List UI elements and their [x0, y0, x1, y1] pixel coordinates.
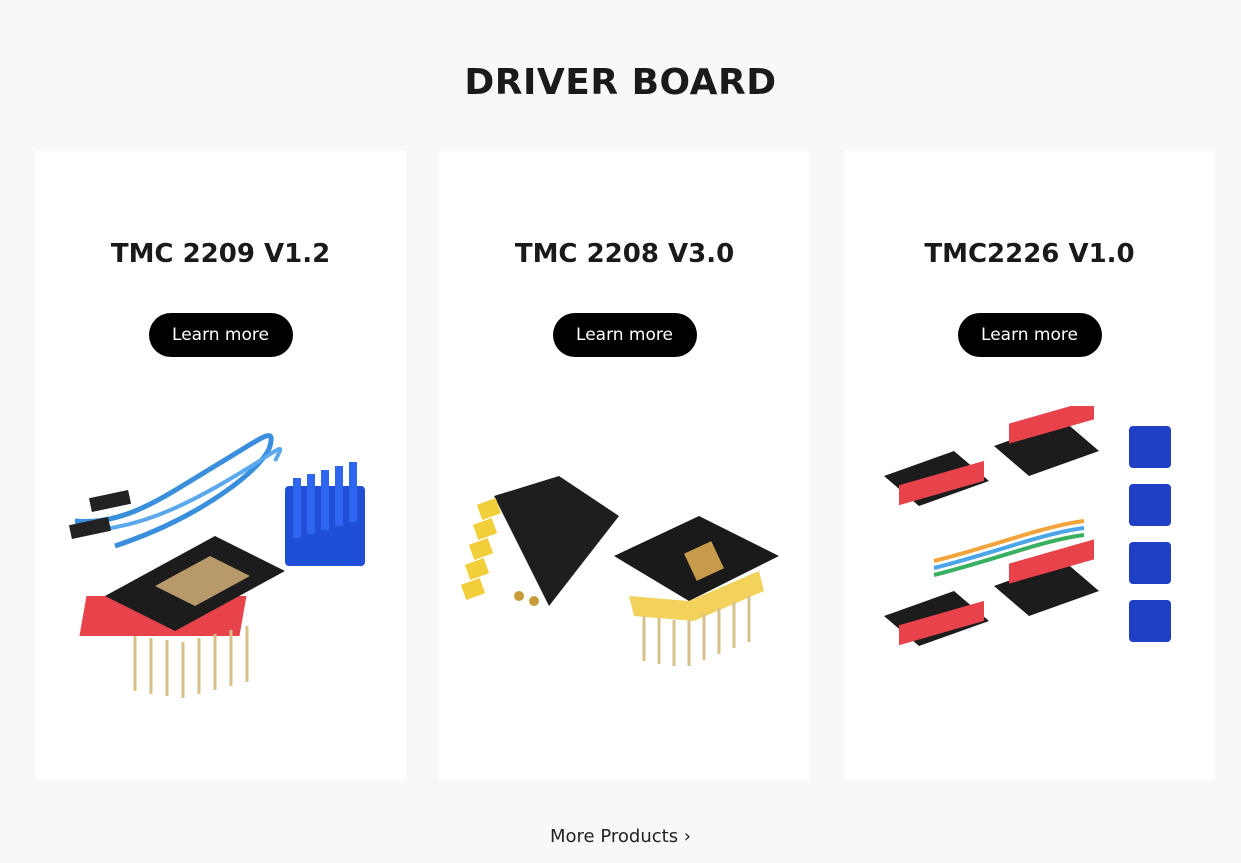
product-card-tmc2209: TMC 2209 V1.2 Learn more [35, 151, 406, 780]
product-card-tmc2226: TMC2226 V1.0 Learn more [844, 151, 1215, 780]
learn-more-button[interactable]: Learn more [552, 313, 697, 357]
tmc2209-product-image[interactable] [35, 406, 406, 716]
more-products-link[interactable]: More Products › [550, 826, 691, 847]
learn-more-button[interactable]: Learn more [957, 313, 1102, 357]
section-title: DRIVER BOARD [464, 62, 777, 103]
learn-more-button[interactable]: Learn more [148, 313, 293, 357]
product-title: TMC2226 V1.0 [924, 239, 1135, 269]
product-title: TMC 2208 V3.0 [514, 239, 735, 269]
product-title: TMC 2209 V1.2 [110, 239, 331, 269]
tmc2226-product-image[interactable] [844, 406, 1215, 716]
product-card-tmc2208: TMC 2208 V3.0 Learn more [439, 151, 810, 780]
tmc2208-product-image[interactable] [439, 406, 810, 716]
